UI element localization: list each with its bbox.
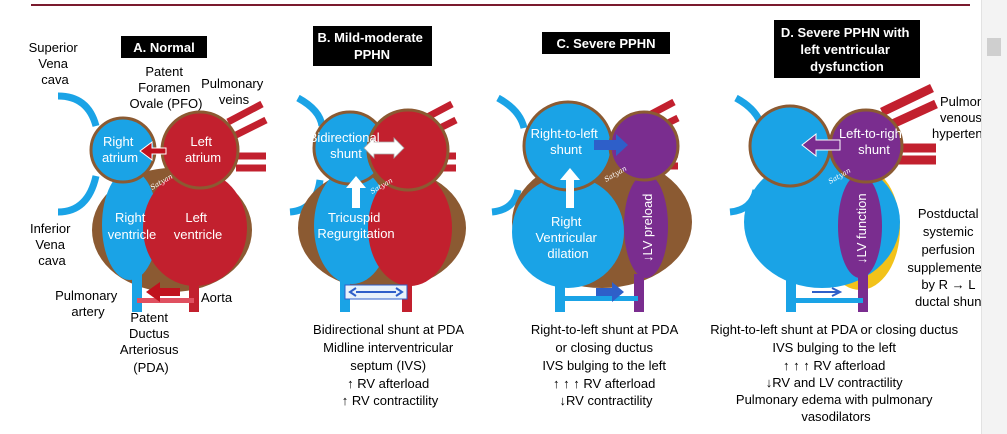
label-pulm-veins: Pulmonary veins: [201, 76, 267, 107]
panel-d-pulm-veins: [880, 83, 938, 165]
panel-a-svc-vessel: [57, 92, 100, 128]
panel-c-svc-vessel: [496, 94, 528, 129]
label-pulm-artery: Pulmonary artery: [55, 288, 121, 319]
top-rule: [31, 4, 970, 6]
panel-c-lv: [624, 174, 668, 278]
panel-d-aorta-vessel: [858, 274, 868, 312]
panel-c: C. Severe PPHN Right-to-left shunt Right…: [491, 32, 692, 408]
panel-b-tricuspid-arrow: [346, 176, 366, 208]
label-pda: Patent Ductus Arteriosus (PDA): [120, 310, 182, 375]
panel-c-title: C. Severe PPHN: [557, 36, 656, 51]
label-lv: Left ventricle: [174, 210, 222, 242]
scrollbar-thumb[interactable]: [987, 38, 1001, 56]
panel-b-title-box: [313, 26, 432, 66]
panel-a-title: A. Normal: [133, 40, 194, 55]
panel-a-pfo-arrow: [139, 141, 167, 161]
panel-b-pda-arrow-heads: [348, 287, 404, 297]
panel-b-title: B. Mild-moderate PPHN: [317, 30, 426, 62]
panel-d: D. Severe PPHN with left ventricular dys…: [710, 20, 981, 424]
panel-b-shunt-arrow: [363, 137, 405, 159]
label-b-shunt: Bidirectional shunt: [309, 130, 383, 161]
panel-b-svc-vessel: [296, 94, 326, 127]
panel-a-title-box: [121, 36, 207, 58]
label-d-postductal: Postductal systemic perfusion supplement…: [907, 206, 981, 309]
panel-d-caption: Right-to-left shunt at PDA or closing du…: [710, 322, 961, 424]
label-ra: Right atrium: [102, 134, 138, 165]
panel-d-pda-vessel: [791, 298, 863, 303]
label-la: Left atrium: [185, 134, 221, 165]
label-aorta: Aorta: [201, 290, 233, 305]
panel-a-lv: [143, 170, 247, 286]
panel-c-pulm-trunk: [555, 278, 565, 312]
panel-d-lv: [838, 174, 882, 278]
panel-c-dilation-arrow: [560, 168, 580, 208]
panel-b-rv: [314, 168, 390, 284]
panel-d-title-box: [774, 20, 920, 78]
label-c-rv: Right Ventricular dilation: [535, 214, 600, 261]
panel-d-shunt-arrow: [801, 132, 841, 158]
label-rv: Right ventricle: [108, 210, 156, 242]
panel-d-pda-arrow: [812, 287, 843, 297]
label-b-tricuspid: Tricuspid Regurgitation: [317, 210, 394, 241]
panel-b: B. Mild-moderate PPHN Bidirectional shun…: [289, 26, 467, 408]
panel-d-title: D. Severe PPHN with left ventricular dys…: [781, 25, 913, 74]
panel-b-lv: [368, 170, 452, 286]
panel-c-shunt-arrow: [594, 134, 628, 156]
label-pfo: Patent Foramen Ovale (PFO): [130, 64, 203, 111]
label-d-shunt: Left-to-right shunt: [839, 126, 909, 157]
panel-a-pda-vessel: [137, 298, 194, 303]
panel-a-pulm-trunk: [132, 270, 142, 312]
panel-c-pda-vessel: [560, 296, 638, 301]
panel-c-rv: [512, 176, 624, 288]
pphn-diagram: A. Normal Superior Vena cava Patent Fora…: [29, 20, 981, 424]
panel-a-aorta-vessel: [189, 278, 199, 312]
panel-c-title-box: [542, 32, 670, 54]
panel-a: A. Normal Superior Vena cava Patent Fora…: [29, 36, 268, 375]
panel-a-ivc-vessel: [57, 175, 100, 216]
label-svc: Superior Vena cava: [29, 40, 82, 87]
label-c-lv: ↓LV preload: [640, 194, 655, 262]
panel-a-pda-arrow: [146, 282, 180, 302]
label-d-lv: ↓LV function: [854, 193, 869, 264]
panel-c-aorta-vessel: [634, 274, 644, 312]
panel-b-caption: Bidirectional shunt at PDA Midline inter…: [313, 322, 467, 408]
panel-c-ivc-vessel: [491, 189, 522, 216]
panel-c-caption: Right-to-left shunt at PDA or closing du…: [531, 322, 681, 408]
panel-d-pulm-trunk: [786, 278, 796, 312]
panel-a-rv: [102, 170, 158, 280]
label-ivc: Inferior Vena cava: [30, 221, 74, 268]
panel-c-pda-arrow: [596, 282, 624, 302]
label-c-shunt: Right-to-left shunt: [531, 126, 602, 157]
panel-a-pulm-veins: [226, 100, 268, 172]
vertical-scrollbar[interactable]: [981, 0, 1007, 434]
label-d-pvh: Pulmonary venous hypertension: [932, 94, 981, 141]
